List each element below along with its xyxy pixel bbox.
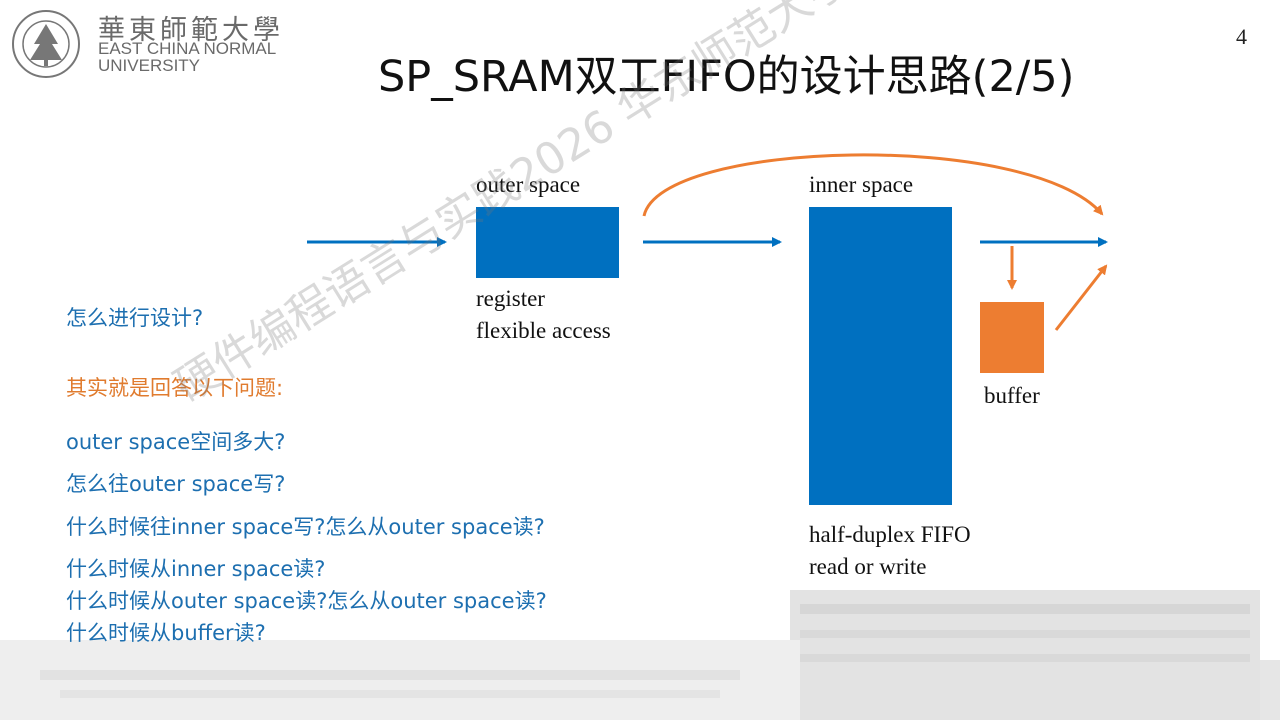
- buffer-block: [980, 302, 1044, 373]
- buffer-label: buffer: [984, 383, 1040, 408]
- question-item: 什么时候从buffer读?: [66, 621, 266, 645]
- question-item: 什么时候往inner space写?怎么从outer space读?: [66, 515, 545, 539]
- outer-space-register-label: register: [476, 286, 545, 311]
- question-item: 什么时候从outer space读?怎么从outer space读?: [66, 589, 547, 613]
- design-question-intro: 怎么进行设计?: [66, 306, 204, 330]
- inner-space-fifo-label: half-duplex FIFO: [809, 522, 971, 547]
- university-seal-icon: [12, 10, 80, 78]
- question-item: 什么时候从inner space读?: [66, 557, 326, 581]
- logo-chinese-name: 華東師範大學: [98, 15, 284, 46]
- logo-english-name-line2: UNIVERSITY: [98, 56, 201, 75]
- design-question-lead: 其实就是回答以下问题:: [66, 376, 284, 400]
- inner-space-mode-label: read or write: [809, 554, 927, 579]
- slide-title: SP_SRAM双工FIFO的设计思路(2/5): [378, 52, 1075, 102]
- inner-space-label: inner space: [809, 172, 914, 197]
- campus-building-background: [0, 590, 1280, 720]
- question-item: outer space空间多大?: [66, 430, 286, 454]
- page-number: 4: [1236, 24, 1247, 49]
- outer-space-label: outer space: [476, 172, 581, 197]
- question-item: 怎么往outer space写?: [66, 472, 286, 496]
- bypass-arc-arrow: [642, 153, 1104, 217]
- logo-english-name-line1: EAST CHINA NORMAL: [98, 39, 277, 58]
- inner-space-block: [809, 207, 952, 505]
- outer-space-block: [476, 207, 619, 278]
- buffer-to-output-arrow: [1054, 264, 1108, 331]
- outer-space-access-label: flexible access: [476, 318, 611, 343]
